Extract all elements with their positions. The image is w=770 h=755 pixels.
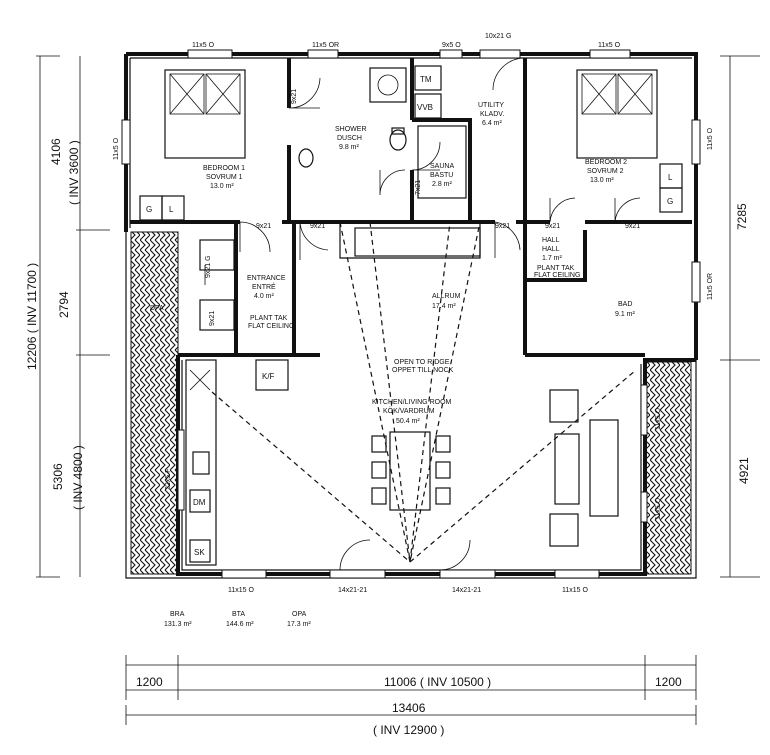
door-swings	[204, 57, 641, 571]
room-hall-flat-ceiling: PLANT TAK	[537, 265, 575, 272]
win-label-bottom-right: 11x15 O	[562, 587, 588, 594]
win-label-top-shower: 9x5 O	[442, 42, 461, 49]
win-label-left-dfa2: 9x21	[209, 311, 216, 326]
win-label-top-bed2: 11x5 O	[598, 42, 621, 49]
dim-bottom-total: 13406	[392, 701, 426, 715]
door-label-sauna: 7x21	[415, 180, 422, 195]
fixture-l-left: L	[169, 205, 174, 214]
win-label-right-terrace2: 11x5 O	[655, 497, 662, 520]
room-utility-name2: KLADV.	[480, 111, 504, 118]
room-bed1-name: BEDROOM 1	[203, 165, 245, 172]
area-opa-label: OPA	[292, 611, 307, 618]
room-allrum-name: ALLRUM	[432, 293, 461, 300]
room-kitchen-name: KITCHEN/LIVING ROOM	[372, 399, 452, 406]
win-label-top-bed1: 11x5 O	[192, 42, 215, 49]
room-utility-name: UTILITY	[478, 102, 504, 109]
room-hall-name: HALL	[542, 237, 560, 244]
room-shower-name: SHOWER	[335, 126, 367, 133]
door-label-bed1: 9x21	[291, 89, 298, 104]
area-bta-value: 144.6 m²	[226, 621, 254, 628]
win-label-right-terrace1: 11x5 O	[655, 407, 662, 430]
door-label-allrum: 9x21	[495, 223, 510, 230]
door-label-hall-a: 9x21	[545, 223, 560, 230]
dim-left-bottom: 5306	[51, 463, 65, 490]
dim-right-top: 7285	[735, 203, 749, 230]
area-bra-value: 131.3 m²	[164, 621, 192, 628]
room-ridge-note2: OPPET TILL NOCK	[392, 367, 454, 374]
win-label-right-bad: 11x5 OR	[707, 273, 714, 300]
dim-left-top: 4106	[49, 138, 63, 165]
area-opa-value: 17.3 m²	[287, 621, 311, 628]
room-entrance-flat-ceiling2: FLAT CEILING	[248, 323, 294, 330]
fixture-g-left: G	[146, 205, 152, 214]
room-utility-area: 6.4 m²	[482, 120, 503, 127]
room-sauna-name: SAUNA	[430, 163, 454, 170]
win-label-top-utility: 10x21 G	[485, 33, 511, 40]
area-bta-label: BTA	[232, 611, 245, 618]
dim-left-bottom-inv: ( INV 4800 )	[71, 445, 85, 510]
fixture-vvb: VVB	[417, 103, 433, 112]
room-hall-name2: HALL	[542, 246, 560, 253]
room-bed2-name: BEDROOM 2	[585, 159, 627, 166]
room-entrance-name: ENTRANCE	[247, 275, 286, 282]
windows	[121, 49, 701, 579]
room-hall-area: 1.7 m²	[542, 255, 563, 262]
win-label-bottom-door1: 14x21-21	[338, 587, 367, 594]
win-label-left-kitchen: 22x5 F	[165, 469, 172, 490]
win-label-top-bed1b: 11x5 OR	[312, 42, 339, 49]
dimension-lines	[36, 55, 760, 725]
room-shower-name2: DUSCH	[337, 135, 362, 142]
fixture-l-right: L	[668, 173, 673, 182]
room-bed2-name2: SOVRUM 2	[587, 168, 624, 175]
fixture-sk: SK	[194, 548, 205, 557]
fixture-dm: DM	[193, 498, 206, 507]
dim-right-bottom: 4921	[737, 457, 751, 484]
fixture-g-right: G	[667, 197, 673, 206]
room-sauna-area: 2.8 m²	[432, 181, 453, 188]
room-bad-name: BAD	[618, 301, 632, 308]
win-label-left-bed1: 11x5 O	[113, 137, 120, 160]
room-bed2-area: 13.0 m²	[590, 177, 614, 184]
dim-bottom-left: 1200	[136, 675, 163, 689]
dim-left-top-inv: ( INV 3600 )	[67, 140, 81, 205]
room-entrance-name2: ENTRÉ	[252, 282, 276, 291]
room-shower-area: 9.8 m²	[339, 144, 360, 151]
terrace-dfa-label: DFA	[150, 305, 164, 312]
dim-left-total: 12206 ( INV 11700 )	[25, 263, 39, 370]
door-label-entrance: 9x21	[256, 223, 271, 230]
room-allrum-area: 17.4 m²	[432, 303, 456, 310]
area-bra-label: BRA	[170, 611, 185, 618]
fixture-kf: K/F	[262, 372, 275, 381]
room-sauna-name2: BASTU	[430, 172, 453, 179]
win-label-bottom-door2: 14x21-21	[452, 587, 481, 594]
room-bed1-area: 13.0 m²	[210, 183, 234, 190]
room-bed1-name2: SOVRUM 1	[206, 174, 243, 181]
room-bad-area: 9.1 m²	[615, 311, 636, 318]
dim-left-mid: 2794	[57, 291, 71, 318]
furniture	[139, 65, 683, 566]
win-label-bottom-left: 11x15 O	[228, 587, 254, 594]
room-kitchen-name2: KÖK/VARDRUM	[383, 407, 435, 415]
dim-bottom-total-inv: ( INV 12900 )	[373, 723, 444, 737]
room-ridge-note: OPEN TO RIDGE	[394, 359, 450, 366]
sightlines	[211, 221, 637, 563]
win-label-left-dfa: 9x21 G	[205, 255, 212, 278]
fixture-tm: TM	[420, 75, 432, 84]
door-label-hall-b: 9x21	[625, 223, 640, 230]
win-label-right-bed2: 11x5 O	[707, 127, 714, 150]
door-label-shower-a: 9x21	[310, 223, 325, 230]
room-hall-flat-ceiling2: FLAT CEILING	[534, 272, 580, 279]
room-entrance-area: 4.0 m²	[254, 293, 275, 300]
room-entrance-flat-ceiling: PLANT TAK	[250, 315, 288, 322]
interior-walls	[130, 58, 692, 357]
dim-bottom-right: 1200	[655, 675, 682, 689]
terrace-paving-right	[644, 361, 692, 575]
terrace-paving-left	[130, 231, 179, 575]
dim-bottom-mid: 11006 ( INV 10500 )	[384, 675, 491, 689]
room-kitchen-area: 50.4 m²	[396, 418, 420, 425]
